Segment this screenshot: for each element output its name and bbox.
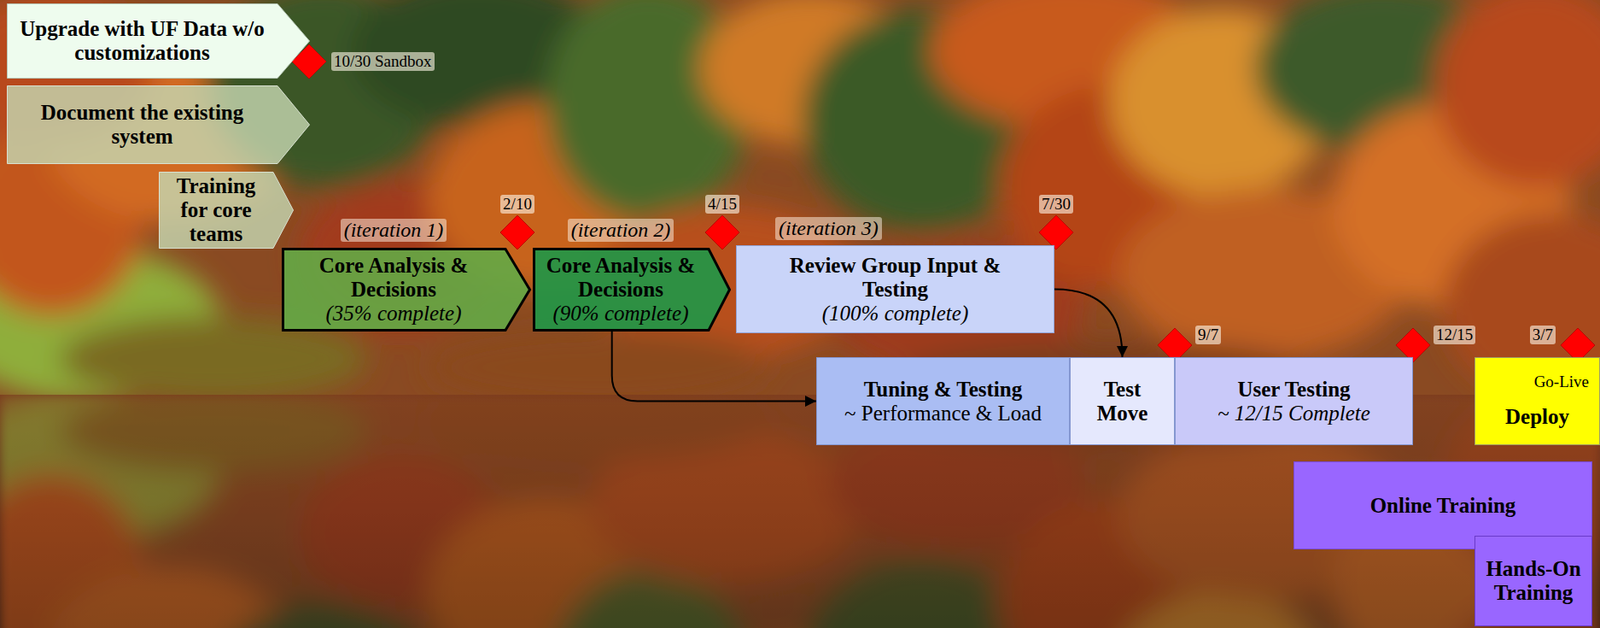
milestone-diamond <box>705 215 740 250</box>
text-area: Review Group Input & Testing(100% comple… <box>741 245 1049 333</box>
text-area: Hands-On Training <box>1480 536 1587 625</box>
box-text: Core Analysis & Decisions <box>537 253 704 302</box>
text-area: Core Analysis & Decisions(35% complete) <box>286 247 501 332</box>
process-box: Tuning & Testing~ Performance & Load <box>816 356 1070 445</box>
process-box: User Testing~ 12/15 Complete <box>1174 356 1414 445</box>
phase-arrow: Core Analysis & Decisions(35% complete)(… <box>281 247 532 332</box>
box-text: User Testing <box>1180 377 1408 402</box>
arrow-shape <box>7 86 310 164</box>
arrow-shape <box>159 172 294 249</box>
box-text: Training for core teams <box>163 174 269 246</box>
milestone-date: 4/15 <box>705 194 740 214</box>
box-text: Online Training <box>1299 493 1587 518</box>
text-area: Test Move <box>1075 357 1169 444</box>
status-text: (100% complete) <box>767 301 1024 326</box>
milestone-date: 2/10 <box>500 194 535 214</box>
phase-arrow: Core Analysis & Decisions(90% complete)(… <box>532 247 731 332</box>
text-area: Document the existing system <box>11 85 273 164</box>
milestone-date: 10/30 Sandbox <box>331 52 435 71</box>
process-box: Test Move <box>1069 356 1175 445</box>
iteration-heading: (iteration 3) <box>775 216 882 240</box>
milestone-date: 12/15 <box>1433 325 1476 345</box>
text-area: User Testing~ 12/15 Complete <box>1180 357 1408 444</box>
task-arrow: Upgrade with UF Data w/o customizations <box>6 3 310 79</box>
box-text: Upgrade with UF Data w/o customizations <box>11 17 273 65</box>
iteration-heading: (iteration 1) <box>340 218 448 242</box>
milestone-diamond <box>1039 215 1074 250</box>
milestone-diamond <box>500 215 535 250</box>
text-area: Tuning & Testing~ Performance & Load <box>822 357 1064 444</box>
milestone-date: 9/7 <box>1195 325 1221 345</box>
box-text: Review Group Input & Testing <box>767 253 1024 302</box>
milestone-date: 3/7 <box>1529 325 1556 345</box>
arrow-shape <box>534 249 730 331</box>
text-area: Upgrade with UF Data w/o customizations <box>11 3 273 79</box>
arrow-shape <box>283 249 531 331</box>
box-text: Document the existing system <box>11 100 273 149</box>
box-text: Deploy <box>1480 404 1595 429</box>
status-text: ~ 12/15 Complete <box>1180 401 1408 426</box>
milestone-date: 7/30 <box>1039 194 1074 214</box>
text-area: Training for core teams <box>163 171 269 249</box>
milestone-note: Go-Live <box>1531 372 1592 392</box>
task-arrow: Document the existing system <box>6 85 310 164</box>
task-arrow: Training for core teams <box>158 171 294 249</box>
box-text: Hands-On Training <box>1480 556 1587 605</box>
status-text: (35% complete) <box>286 301 501 326</box>
flow-arrow <box>1054 289 1123 358</box>
status-text: (90% complete) <box>537 301 704 326</box>
text-area: Deploy <box>1480 388 1595 444</box>
text-area: Core Analysis & Decisions(90% complete) <box>537 247 704 332</box>
box-text: Tuning & Testing <box>822 377 1064 402</box>
phase-box: Review Group Input & Testing(100% comple… <box>735 245 1055 333</box>
box-text: Core Analysis & Decisions <box>286 253 501 302</box>
arrow-shape <box>7 4 310 79</box>
training-box: Hands-On Training <box>1474 535 1593 626</box>
flow-arrow <box>612 331 817 402</box>
deploy-box: Deploy <box>1474 356 1600 445</box>
box-text: Test Move <box>1075 377 1169 426</box>
iteration-heading: (iteration 2) <box>567 218 675 242</box>
detail-text: ~ Performance & Load <box>822 401 1064 426</box>
